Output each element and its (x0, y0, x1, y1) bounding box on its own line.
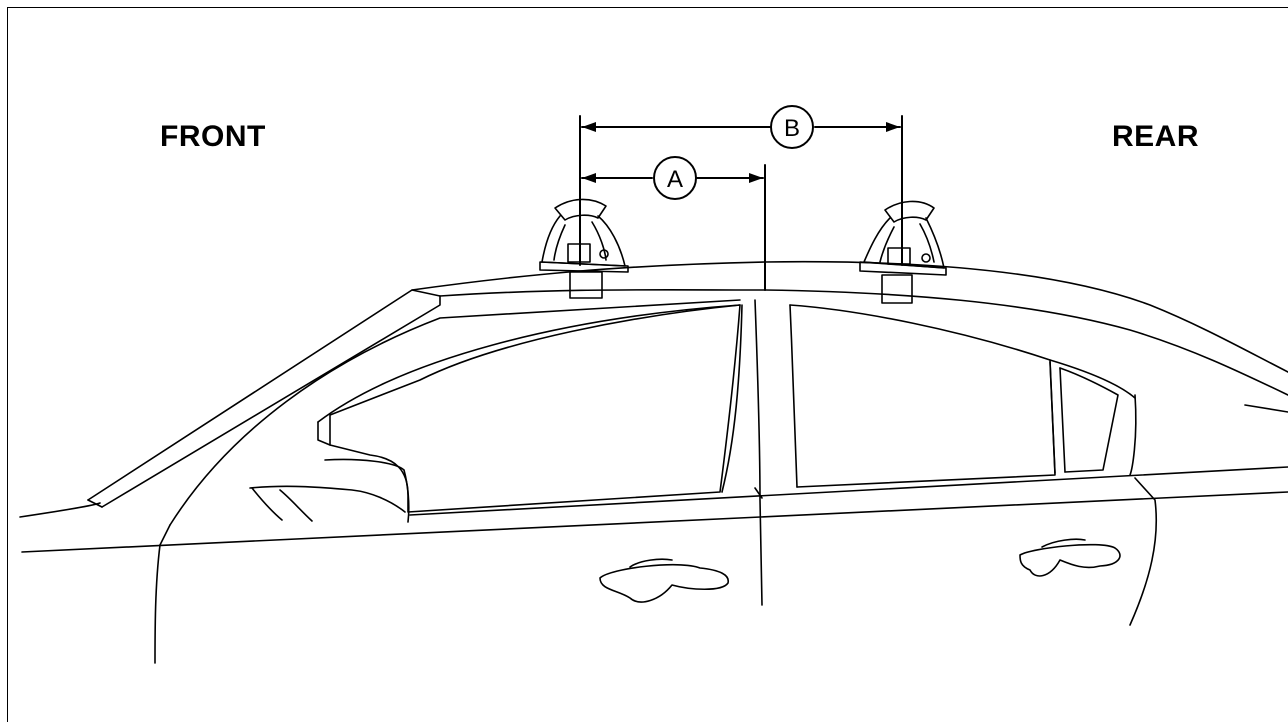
beltline (409, 466, 1288, 516)
rear-deck (1244, 404, 1288, 413)
front-window (317, 304, 741, 513)
front-lower-edge (154, 544, 161, 664)
roof-inner (439, 288, 1288, 396)
hood-line (19, 502, 101, 518)
a-pillar-inner (101, 295, 441, 508)
rear-pillar (1129, 394, 1137, 476)
marker-a: A (653, 156, 697, 200)
marker-b-label: B (784, 115, 800, 142)
diagram-frame (7, 7, 1288, 722)
marker-b: B (770, 105, 814, 149)
rear-door-seam (1129, 477, 1158, 626)
dimension-lines (579, 115, 903, 291)
door-handle-rear (1019, 538, 1121, 577)
windshield-base (87, 499, 103, 508)
door-handle-front (599, 558, 729, 603)
a-pillar-outer (87, 289, 441, 501)
side-mirror (249, 458, 410, 523)
front-edge-curve (159, 524, 171, 546)
car-body (19, 260, 1288, 664)
rear-window (789, 304, 1136, 488)
dimension-b-line (581, 122, 901, 132)
b-pillar (721, 299, 798, 606)
front-label: FRONT (160, 120, 266, 153)
marker-a-label: A (667, 166, 683, 193)
front-fender (169, 299, 741, 526)
rear-label: REAR (1112, 120, 1200, 153)
roof-rack-foot-front (539, 198, 629, 299)
dimension-a-line (581, 173, 764, 183)
roof-outer (411, 260, 1288, 373)
